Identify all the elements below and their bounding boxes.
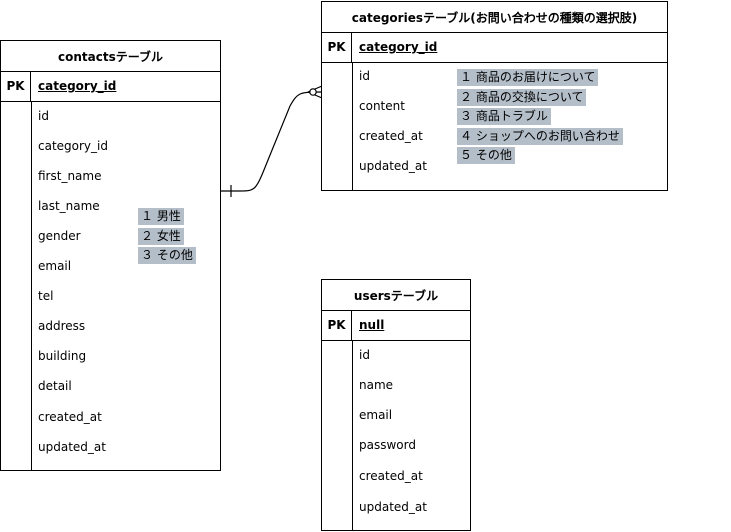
contacts-field-last-name: last_name <box>38 199 100 213</box>
categories-field-created-at: created_at <box>359 129 423 143</box>
categories-field-content: content <box>359 99 405 113</box>
users-pk-row: PK null <box>322 310 470 341</box>
categories-body-divider <box>352 62 353 190</box>
contacts-field-building: building <box>38 349 87 363</box>
many-marker-circle <box>309 88 317 96</box>
categories-option-badge: ４ ショップへのお問い合わせ <box>457 127 623 145</box>
categories-table-title: categoriesテーブル(お問い合わせの種類の選択肢) <box>322 2 667 33</box>
contacts-field-gender: gender <box>38 229 81 243</box>
users-field-password: password <box>359 438 416 452</box>
users-table: usersテーブル PK null id name email password cre… <box>321 279 471 531</box>
categories-pk-field: category_id <box>359 40 438 54</box>
users-field-id: id <box>359 348 370 362</box>
categories-option-badge: ３ 商品トラブル <box>457 108 551 126</box>
contacts-option-badge: ３ その他 <box>138 247 196 264</box>
contacts-pk-row: PK category_id <box>1 71 220 102</box>
contacts-pk-field: category_id <box>38 79 117 93</box>
contacts-field-id: id <box>38 109 49 123</box>
contacts-field-tel: tel <box>38 289 54 303</box>
contacts-field-category-id: category_id <box>38 139 108 153</box>
contacts-pk-label: PK <box>1 71 31 101</box>
categories-option-badge: ５ その他 <box>457 147 515 165</box>
categories-option-badge: １ 商品のお届けについて <box>457 69 599 86</box>
categories-option-badge: ２ 商品の交換について <box>457 88 587 106</box>
categories-field-id: id <box>359 69 370 83</box>
contacts-body-divider <box>31 101 32 470</box>
users-field-created-at: created_at <box>359 469 423 483</box>
contacts-field-updated-at: updated_at <box>38 440 106 454</box>
users-pk-label: PK <box>322 310 352 340</box>
users-table-title: usersテーブル <box>322 280 470 311</box>
contacts-field-email: email <box>38 259 72 273</box>
contacts-field-address: address <box>38 319 86 333</box>
categories-pk-label: PK <box>322 32 352 62</box>
contacts-option-badge: １ 男性 <box>138 208 184 225</box>
users-pk-field: null <box>359 318 385 332</box>
users-body-divider <box>352 340 353 530</box>
contacts-field-created-at: created_at <box>38 410 102 424</box>
contacts-table-title: contactsテーブル <box>1 41 220 72</box>
contacts-option-badge: ２ 女性 <box>138 227 184 245</box>
categories-pk-row: PK category_id <box>322 32 667 63</box>
users-field-email: email <box>359 408 393 422</box>
relationship-line <box>221 91 323 192</box>
users-field-name: name <box>359 378 394 392</box>
users-field-updated-at: updated_at <box>359 500 427 514</box>
categories-field-updated-at: updated_at <box>359 159 427 173</box>
contacts-field-detail: detail <box>38 379 72 393</box>
contacts-field-first-name: first_name <box>38 169 102 183</box>
